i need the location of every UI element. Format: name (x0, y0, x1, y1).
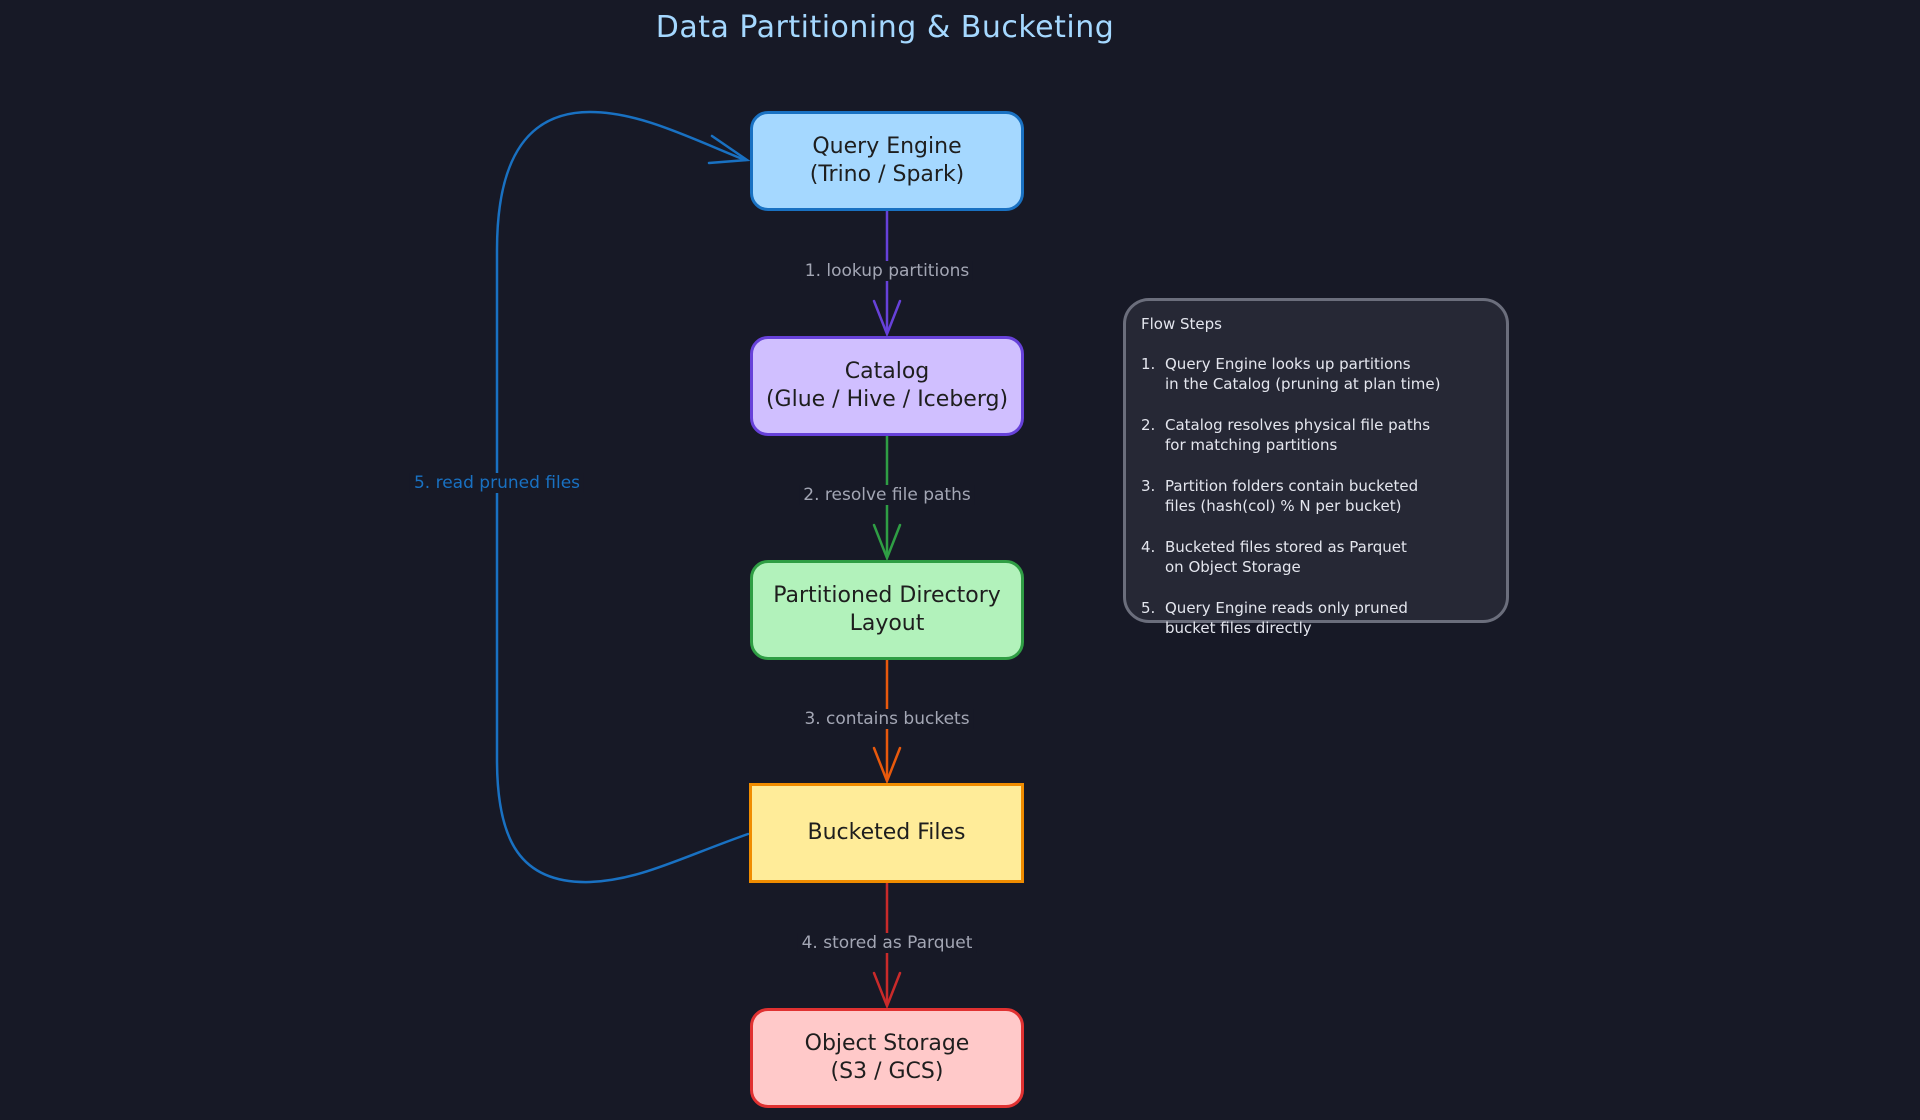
node-partitioned-layout-label: Partitioned Directory (773, 583, 1001, 608)
flow-step-number: 5. (1141, 599, 1156, 617)
flow-steps-title: Flow Steps (1141, 315, 1222, 333)
node-query-engine[interactable]: Query Engine (Trino / Spark) (750, 111, 1024, 211)
flow-step-text: on Object Storage (1165, 558, 1301, 576)
flow-step-text: in the Catalog (pruning at plan time) (1165, 375, 1441, 393)
flow-step: 1. Query Engine looks up partitions in t… (1141, 354, 1501, 394)
flow-step-number: 2. (1141, 416, 1156, 434)
flow-steps-panel (1123, 298, 1509, 623)
node-partitioned-layout-sublabel: Layout (849, 611, 925, 636)
flow-step-text: files (hash(col) % N per bucket) (1165, 497, 1402, 515)
edge-resolve-label: 2. resolve file paths (799, 485, 975, 505)
flow-step-number: 4. (1141, 538, 1156, 556)
diagram-title: Data Partitioning & Bucketing (655, 10, 1115, 45)
flow-step-text: Query Engine looks up partitions (1165, 355, 1411, 373)
node-object-storage-label: Object Storage (804, 1031, 970, 1056)
flow-step: 3. Partition folders contain bucketed fi… (1141, 476, 1501, 516)
node-query-engine-sublabel: (Trino / Spark) (809, 162, 965, 187)
flow-step: 2. Catalog resolves physical file paths … (1141, 415, 1501, 455)
flow-step-text: Query Engine reads only pruned (1165, 599, 1408, 617)
flow-step-number: 3. (1141, 477, 1156, 495)
flow-step-text: for matching partitions (1165, 436, 1338, 454)
node-catalog-sublabel: (Glue / Hive / Iceberg) (765, 387, 1009, 412)
flow-step-number: 1. (1141, 355, 1156, 373)
flow-step-text: Partition folders contain bucketed (1165, 477, 1419, 495)
node-bucketed-files-label: Bucketed Files (807, 820, 966, 845)
flow-step: 5. Query Engine reads only pruned bucket… (1141, 598, 1501, 638)
flow-step-text: Catalog resolves physical file paths (1165, 416, 1431, 434)
edge-read-label: 5. read pruned files (409, 473, 585, 493)
node-partitioned-layout[interactable]: Partitioned Directory Layout (750, 560, 1024, 660)
node-object-storage[interactable]: Object Storage (S3 / GCS) (750, 1008, 1024, 1108)
node-query-engine-label: Query Engine (812, 134, 962, 159)
edge-stored-label: 4. stored as Parquet (797, 933, 977, 953)
flow-step-text: Bucketed files stored as Parquet (1165, 538, 1407, 556)
node-catalog[interactable]: Catalog (Glue / Hive / Iceberg) (750, 336, 1024, 436)
flow-step: 4. Bucketed files stored as Parquet on O… (1141, 537, 1501, 577)
flow-steps-text: Flow Steps 1. Query Engine looks up part… (1141, 314, 1501, 659)
node-object-storage-sublabel: (S3 / GCS) (830, 1059, 944, 1084)
node-catalog-label: Catalog (844, 359, 930, 384)
node-bucketed-files[interactable]: Bucketed Files (749, 783, 1024, 883)
edge-contains-label: 3. contains buckets (800, 709, 974, 729)
edge-read (495, 110, 751, 884)
edge-lookup-label: 1. lookup partitions (800, 261, 974, 281)
flow-step-text: bucket files directly (1165, 619, 1312, 637)
